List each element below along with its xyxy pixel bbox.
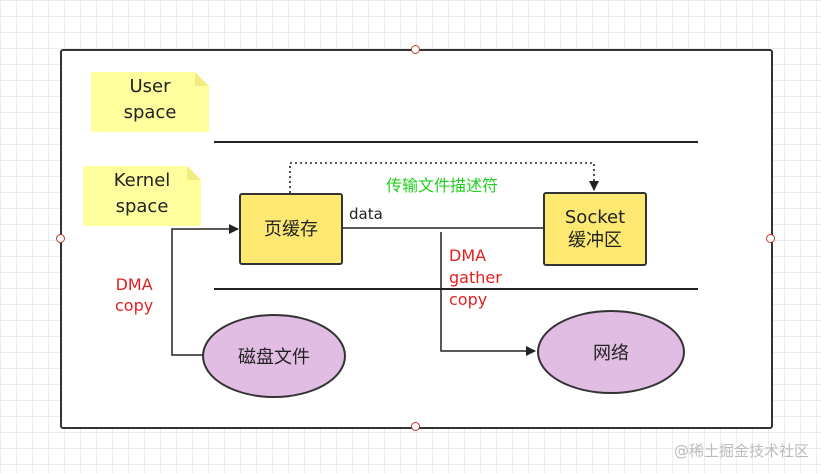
dma-copy-arrow xyxy=(171,224,239,356)
frame-handle-top[interactable] xyxy=(411,45,420,54)
dma-gather-line-2: gather xyxy=(449,268,502,287)
kernel-space-line-2: space xyxy=(115,196,169,217)
page-cache-label: 页缓存 xyxy=(264,218,318,240)
note-fold xyxy=(187,166,201,180)
transfer-descriptor-label: 传输文件描述符 xyxy=(386,176,499,195)
user-space-line-2: space xyxy=(123,102,177,123)
dma-gather-line-1: DMA xyxy=(449,246,487,265)
dma-gather-copy-label: DMA gather copy xyxy=(449,245,502,311)
kernel-space-line-1: Kernel xyxy=(113,170,171,191)
dma-copy-line-1: DMA xyxy=(115,275,153,294)
note-fold xyxy=(195,72,209,86)
socket-buffer-line-1: Socket xyxy=(564,207,626,228)
dma-copy-label: DMA copy xyxy=(115,274,153,316)
data-label: data xyxy=(349,205,383,223)
kernel-space-note: Kernel space xyxy=(83,166,201,226)
dma-gather-line-3: copy xyxy=(449,290,488,309)
disk-file-label: 磁盘文件 xyxy=(238,347,310,368)
page-cache-box: 页缓存 xyxy=(239,193,343,265)
socket-buffer-box: Socket 缓冲区 xyxy=(543,192,647,266)
user-space-line-1: User xyxy=(129,76,171,97)
dma-gather-arrow xyxy=(440,232,536,356)
network-label: 网络 xyxy=(593,343,629,364)
socket-buffer-line-2: 缓冲区 xyxy=(568,230,622,251)
descriptor-dotted-arrow xyxy=(289,162,599,193)
user-space-note: User space xyxy=(91,72,209,132)
frame-handle-right[interactable] xyxy=(766,234,775,243)
disk-file-ellipse: 磁盘文件 xyxy=(202,314,346,398)
watermark: @稀土掘金技术社区 xyxy=(673,442,809,460)
frame-handle-left[interactable] xyxy=(56,234,65,243)
network-ellipse: 网络 xyxy=(537,310,685,394)
frame-handle-bottom[interactable] xyxy=(411,422,420,431)
dma-copy-line-2: copy xyxy=(115,296,154,315)
